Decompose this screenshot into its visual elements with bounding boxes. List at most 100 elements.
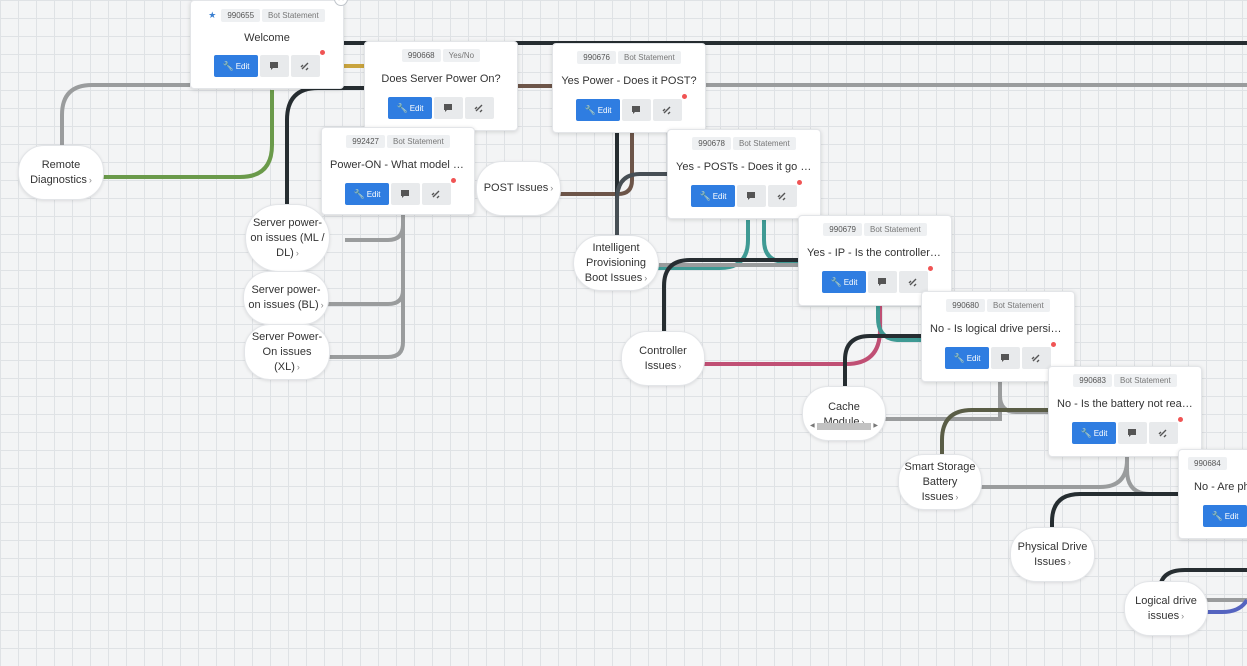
topic-node-cache-module[interactable]: Cache Module› ◀ ▶ bbox=[802, 386, 886, 441]
comment-icon bbox=[632, 106, 640, 114]
comment-icon bbox=[444, 104, 452, 112]
comment-button[interactable] bbox=[260, 55, 289, 77]
notification-dot bbox=[1178, 417, 1183, 422]
link-button[interactable] bbox=[899, 266, 933, 293]
horizontal-scrollbar[interactable]: ◀ ▶ bbox=[810, 422, 878, 431]
wrench-icon: 🔧 bbox=[584, 105, 596, 115]
link-button[interactable] bbox=[465, 97, 494, 119]
edit-button[interactable]: 🔧Edit bbox=[1203, 505, 1247, 527]
node-type: Bot Statement bbox=[387, 135, 450, 148]
link-icon bbox=[908, 278, 917, 287]
node-title: Yes Power - Does it POST? bbox=[561, 75, 697, 87]
connector-line bbox=[1050, 492, 1178, 530]
link-button[interactable] bbox=[768, 180, 802, 207]
comment-button[interactable] bbox=[991, 347, 1020, 369]
node-title: Welcome bbox=[244, 32, 290, 44]
link-icon bbox=[662, 106, 671, 115]
wrench-icon: 🔧 bbox=[396, 103, 408, 113]
node-type: Bot Statement bbox=[864, 223, 927, 236]
scroll-right-icon[interactable]: ▶ bbox=[873, 423, 878, 429]
connector-line bbox=[762, 220, 800, 264]
comment-button[interactable] bbox=[434, 97, 463, 119]
chevron-right-icon: › bbox=[678, 360, 682, 371]
chevron-right-icon: › bbox=[320, 300, 324, 310]
chevron-right-icon: › bbox=[955, 491, 959, 502]
node-type: Bot Statement bbox=[1114, 374, 1177, 387]
notification-dot bbox=[682, 94, 687, 99]
link-button[interactable] bbox=[1149, 417, 1183, 444]
link-button[interactable] bbox=[653, 94, 687, 121]
edit-button[interactable]: 🔧Edit bbox=[576, 99, 620, 121]
topic-node-server-power-on-xl[interactable]: Server Power-On issues (XL)› bbox=[244, 324, 330, 380]
node-type: Yes/No bbox=[442, 49, 481, 62]
chevron-right-icon: › bbox=[1067, 556, 1071, 567]
comment-icon bbox=[1001, 354, 1009, 362]
topic-node-server-power-on-bl[interactable]: Server power-on issues (BL)› bbox=[243, 271, 329, 325]
comment-icon bbox=[747, 192, 755, 200]
chevron-right-icon: › bbox=[861, 417, 865, 427]
scroll-left-icon[interactable]: ◀ bbox=[810, 423, 815, 429]
connector-line bbox=[323, 214, 405, 306]
link-icon bbox=[300, 62, 309, 71]
topic-node-post-issues[interactable]: POST Issues› bbox=[476, 161, 561, 216]
connector-line bbox=[1125, 456, 1178, 496]
bot-statement-card[interactable]: 990684 No - Are physical drives OK? 🔧Edi… bbox=[1178, 449, 1247, 539]
notification-dot bbox=[1051, 342, 1056, 347]
notification-dot bbox=[451, 178, 456, 183]
wrench-icon: 🔧 bbox=[353, 189, 365, 199]
chevron-right-icon: › bbox=[644, 272, 648, 283]
link-icon bbox=[1158, 429, 1167, 438]
node-type: Bot Statement bbox=[262, 9, 325, 22]
wrench-icon: 🔧 bbox=[222, 61, 234, 71]
comment-button[interactable] bbox=[1118, 422, 1147, 444]
connector-line bbox=[345, 214, 405, 242]
comment-icon bbox=[401, 190, 409, 198]
star-icon[interactable]: ★ bbox=[208, 10, 217, 20]
node-title: Does Server Power On? bbox=[381, 73, 501, 85]
topic-node-server-power-on-ml[interactable]: Server power-on issues (ML /DL)› bbox=[245, 204, 330, 272]
scrollbar-thumb[interactable] bbox=[817, 423, 871, 430]
node-title: No - Is the battery not ready? bbox=[1057, 398, 1193, 410]
node-id: 990655 bbox=[221, 9, 261, 22]
edit-button[interactable]: 🔧Edit bbox=[214, 55, 258, 77]
link-icon bbox=[431, 190, 440, 199]
link-button[interactable] bbox=[291, 50, 325, 77]
node-id: 990678 bbox=[692, 137, 731, 150]
edit-button[interactable]: 🔧Edit bbox=[945, 347, 989, 369]
node-type: Bot Statement bbox=[987, 299, 1050, 312]
comment-button[interactable] bbox=[737, 185, 766, 207]
wrench-icon: 🔧 bbox=[1080, 428, 1092, 438]
link-button[interactable] bbox=[422, 178, 456, 205]
edit-button[interactable]: 🔧Edit bbox=[1072, 422, 1116, 444]
edit-button[interactable]: 🔧Edit bbox=[691, 185, 735, 207]
node-id: 990683 bbox=[1073, 374, 1112, 387]
comment-button[interactable] bbox=[391, 183, 420, 205]
notification-dot bbox=[928, 266, 933, 271]
node-type: Bot Statement bbox=[733, 137, 796, 150]
comment-button[interactable] bbox=[622, 99, 651, 121]
node-title: No - Are physical drives OK? bbox=[1194, 481, 1247, 493]
connector-line bbox=[662, 258, 798, 332]
edit-button[interactable]: 🔧Edit bbox=[345, 183, 389, 205]
connector-line bbox=[998, 382, 1048, 414]
comment-button[interactable] bbox=[868, 271, 897, 293]
link-button[interactable] bbox=[1022, 342, 1056, 369]
edit-button[interactable]: 🔧Edit bbox=[822, 271, 866, 293]
connector-line bbox=[884, 382, 1002, 421]
edit-button[interactable]: 🔧Edit bbox=[388, 97, 432, 119]
link-icon bbox=[474, 104, 483, 113]
